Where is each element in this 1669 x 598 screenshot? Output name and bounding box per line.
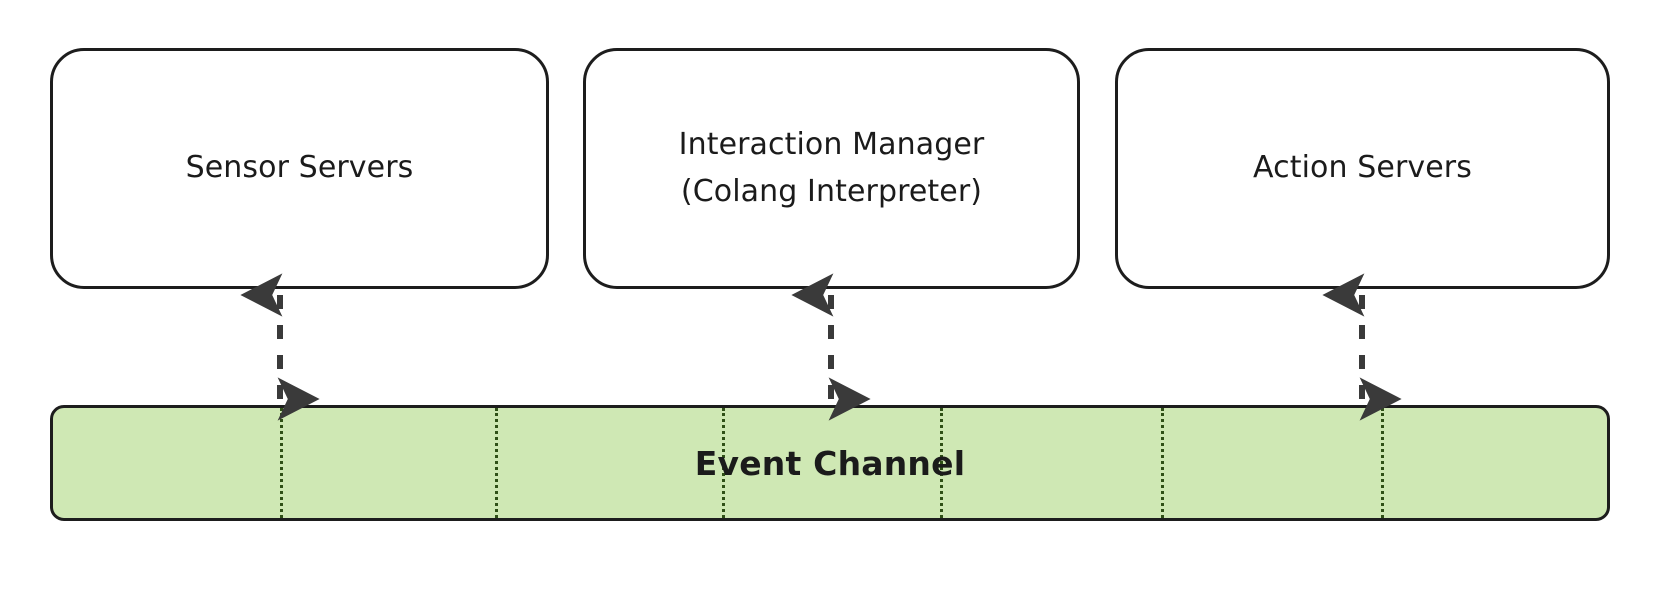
event-channel-label: Event Channel [694, 443, 966, 483]
channel-divider-3 [721, 408, 725, 518]
channel-divider-2 [494, 408, 498, 518]
event-channel-bar[interactable]: Event Channel [50, 405, 1610, 521]
node-action-servers[interactable]: Action Servers [1115, 48, 1610, 289]
channel-divider-4 [939, 408, 943, 518]
channel-divider-1 [279, 408, 283, 518]
node-interaction-manager[interactable]: Interaction Manager (Colang Interpreter) [583, 48, 1080, 289]
node-sensor-servers-label: Sensor Servers [185, 150, 414, 186]
channel-divider-6 [1380, 408, 1384, 518]
node-action-servers-label: Action Servers [1253, 150, 1472, 186]
node-sensor-servers[interactable]: Sensor Servers [50, 48, 549, 289]
channel-divider-5 [1160, 408, 1164, 518]
node-interaction-manager-label: Interaction Manager (Colang Interpreter) [678, 127, 985, 209]
